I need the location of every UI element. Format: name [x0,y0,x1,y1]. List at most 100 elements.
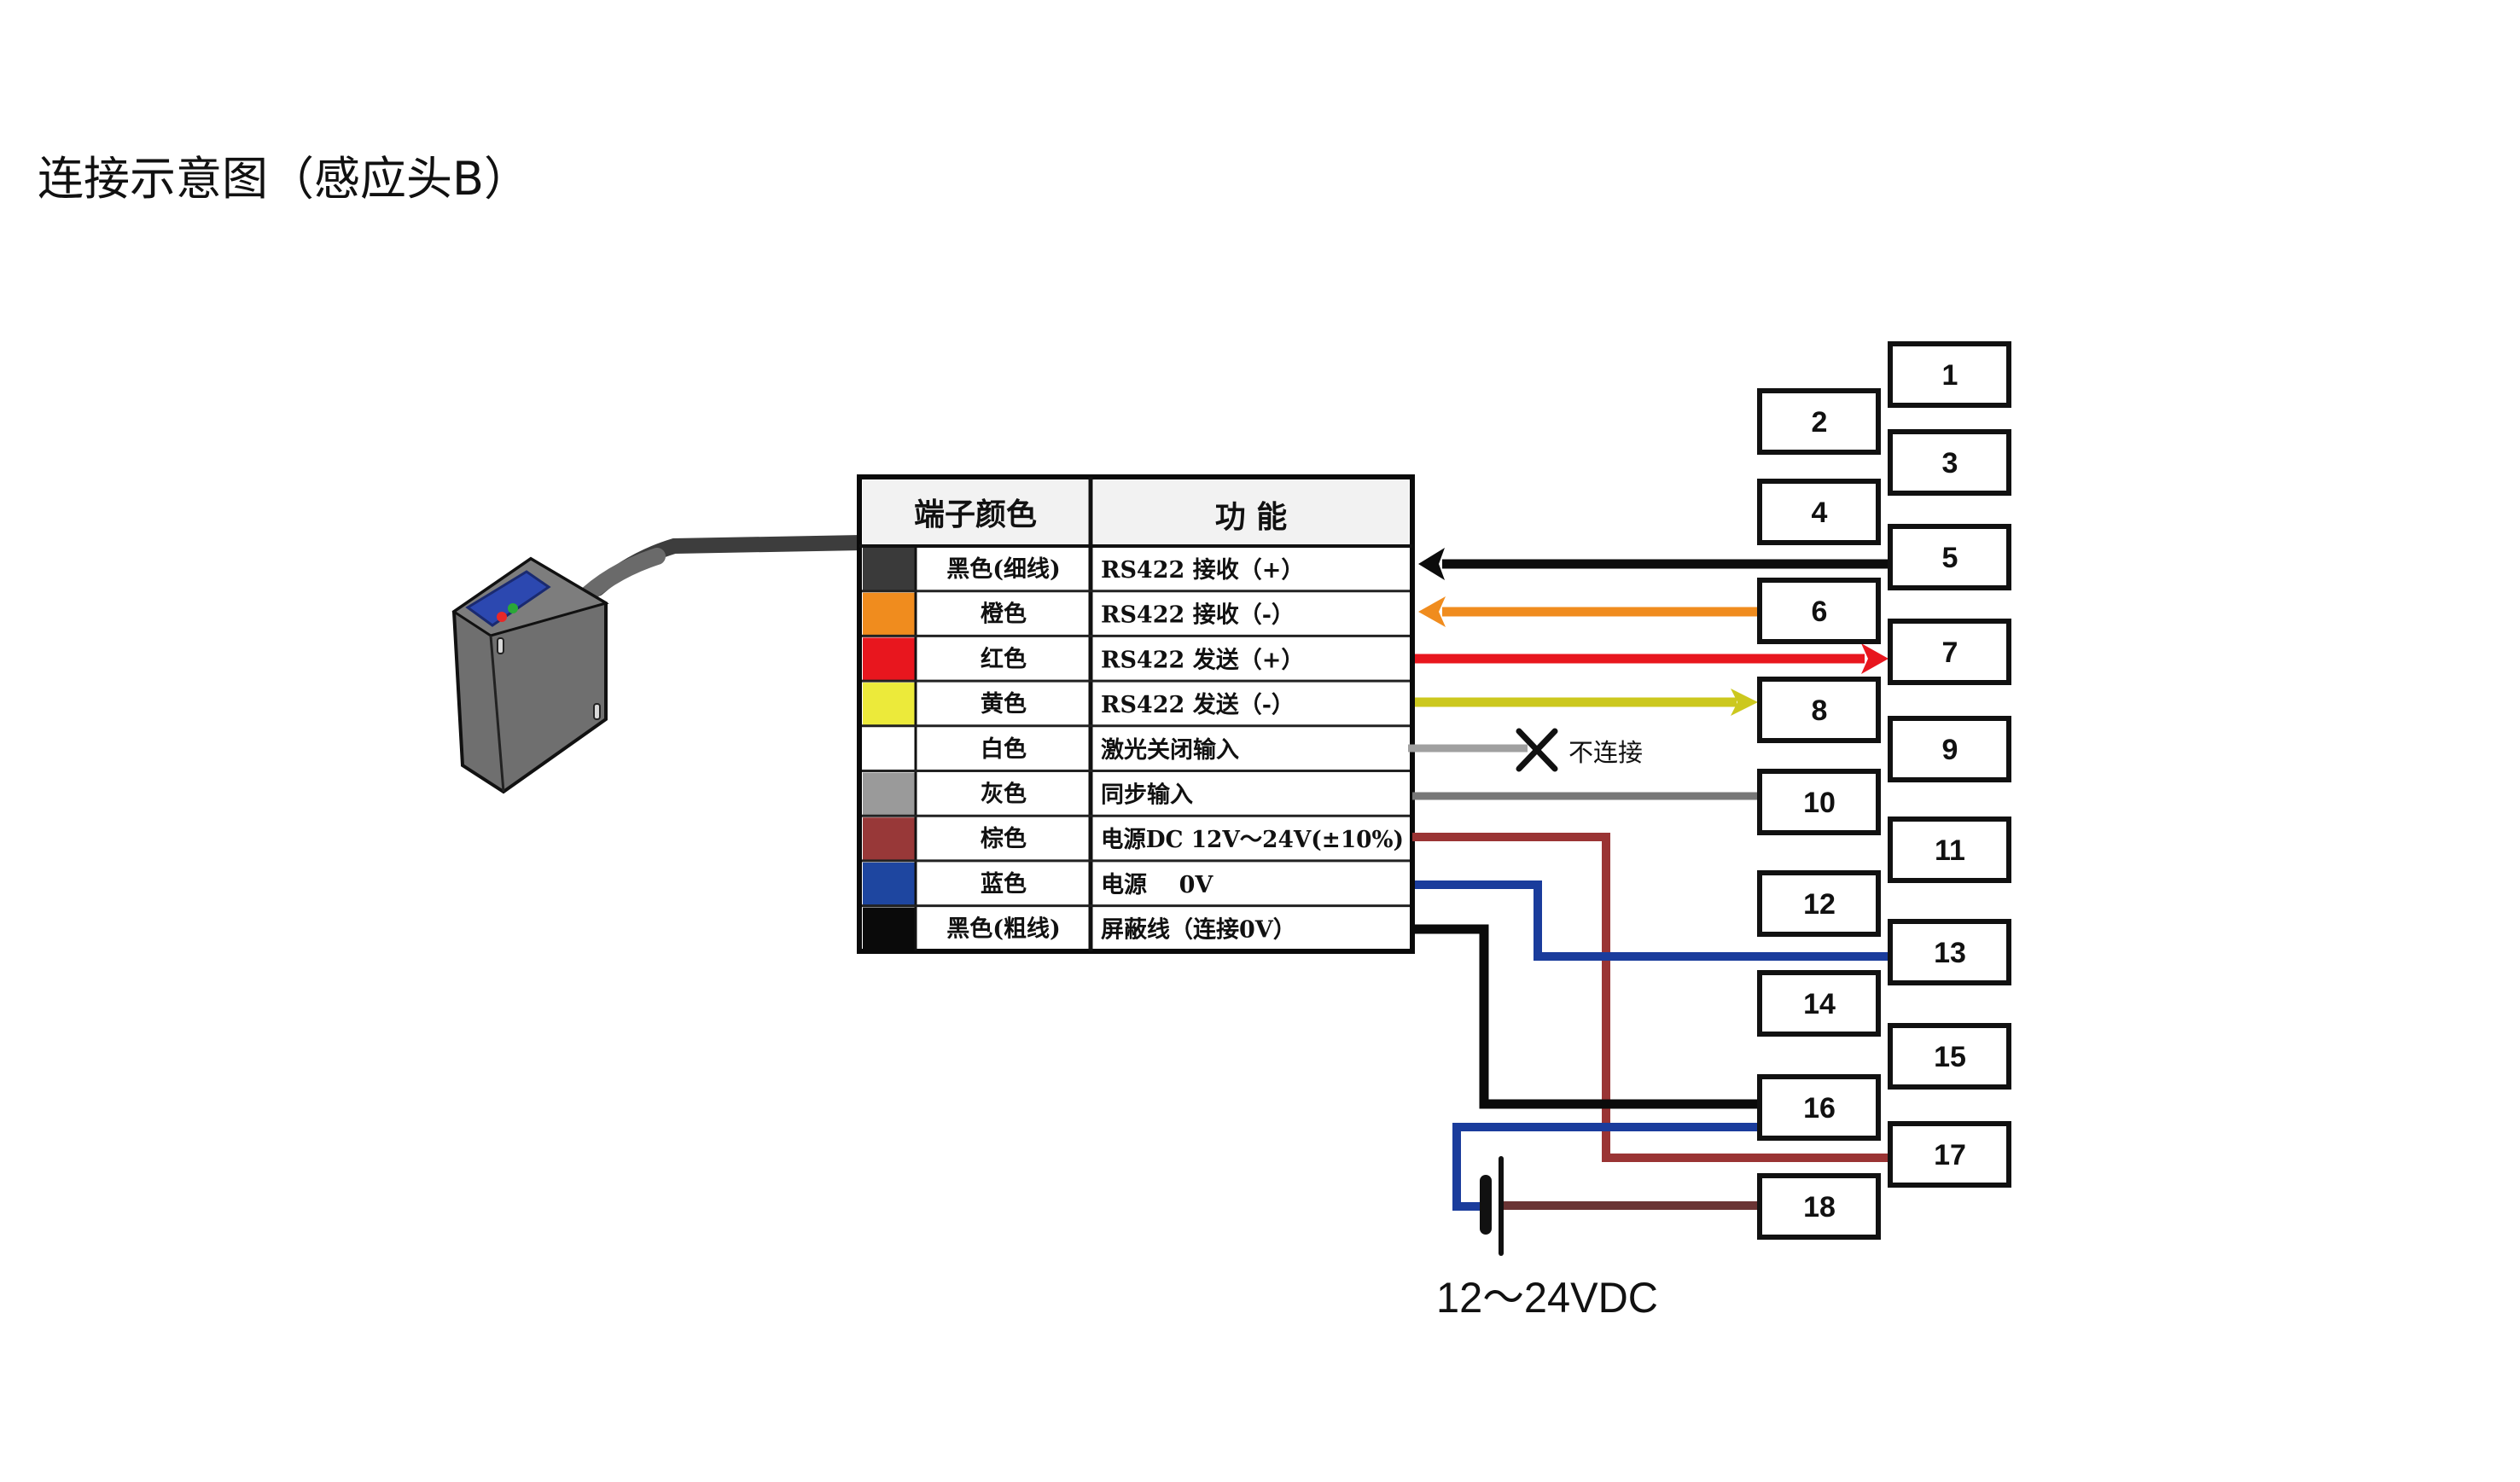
terminal-5: 5 [1888,524,2011,590]
terminal-14: 14 [1757,970,1881,1037]
table-row: 白色激光关闭输入 [862,724,1410,771]
wire-color-name: 红色 [981,645,1027,672]
color-swatch [863,548,916,591]
no-connect-mark: 不连接 [1516,728,1643,772]
terminal-16: 16 [1757,1074,1881,1141]
terminal-9: 9 [1888,716,2011,782]
wire-function: 电源DC 12V～24V(±10%) [1101,827,1404,853]
terminal-17: 17 [1888,1121,2011,1188]
arrow-left-icon [1418,596,1446,627]
wire-power-negative [1452,1123,1758,1211]
terminal-box [1888,1023,2011,1090]
wire-function: 激光关闭输入 [1101,736,1239,764]
diagram-title: 连接示意图（感应头B） [38,152,530,206]
table-row: 灰色 同步输入 [862,770,1410,817]
terminal-number: 5 [1942,542,1958,574]
terminal-box [1757,578,1881,644]
terminal-number: 4 [1812,497,1828,529]
terminal-box [1888,919,2011,985]
power-supply-label: 12～24VDC [1436,1274,1658,1322]
terminal-box [1757,479,1881,545]
wire-color-name: 蓝色 [981,870,1027,898]
terminal-number: 13 [1934,937,1966,969]
terminal-15: 15 [1888,1023,2011,1090]
table-header-cell-color [863,480,1088,545]
arrow-right-icon [1861,643,1889,674]
terminal-number: 17 [1934,1139,1966,1171]
terminal-number: 16 [1803,1092,1836,1125]
terminal-4: 4 [1757,479,1881,545]
terminal-box [1888,716,2011,782]
terminal-number: 8 [1812,695,1828,727]
table-row: 黑色(粗线) 屏蔽线（连接0V） [862,904,1410,951]
wire-color-name: 棕色 [981,825,1027,852]
terminal-number: 15 [1934,1041,1966,1073]
color-swatch [863,592,916,636]
wires [1408,548,1889,1211]
terminal-box [1888,429,2011,496]
terminal-box [1757,870,1881,937]
led-red-icon [497,612,507,622]
terminal-13: 13 [1888,919,2011,985]
terminal-number: 12 [1803,888,1836,921]
color-swatch [863,683,916,726]
arrow-right-icon [1731,689,1758,716]
sensor-window [465,570,551,627]
table-row: 棕色 电源DC 12V～24V(±10%) [862,814,1410,861]
arrow-left-icon [1418,548,1445,580]
led-green-icon [508,603,518,613]
table-row: 橙色 RS422 接收（-） [862,590,1410,636]
terminal-number: 6 [1812,596,1828,628]
color-swatch [863,907,916,951]
terminal-box [1888,1121,2011,1188]
table-header-color: 端子颜色 [914,497,1037,532]
wire-function: RS422 接收（-） [1101,602,1295,629]
wire-color-name: 橙色 [981,601,1027,628]
terminal-3: 3 [1888,429,2011,496]
terminal-number: 9 [1942,734,1958,766]
wire-table: 端子颜色 功 能 黑色(细线) RS422 接收（+） 橙色 RS422 接收（-） 红… [857,474,1415,954]
terminal-box [1888,341,2011,408]
terminal-box [1757,1074,1881,1141]
wire-color-name: 黑色(粗线) [946,915,1061,943]
terminal-number: 14 [1803,988,1836,1020]
table-row: 红色 RS422 发送（+） [862,634,1410,682]
terminal-12: 12 [1757,870,1881,937]
wire-brown [1412,833,1889,1162]
terminal-box [1757,388,1881,455]
wire-black-thick [1412,924,1758,1109]
color-swatch [863,817,916,861]
wire-blue [1415,880,1889,961]
wire-function: 同步输入 [1101,782,1193,809]
terminal-1: 1 [1888,341,2011,408]
terminal-8: 8 [1757,677,1881,743]
terminal-number: 1 [1942,359,1958,392]
color-swatch [863,772,916,817]
terminal-number: 10 [1803,787,1836,819]
color-swatch [863,862,916,906]
terminal-11: 11 [1888,817,2011,883]
terminal-box [1888,619,2011,685]
wire-function: 屏蔽线（连接0V） [1101,916,1296,944]
terminal-box [1888,817,2011,883]
terminal-number: 2 [1812,406,1828,439]
wire-function: RS422 接收（+） [1101,557,1304,584]
battery-icon: 12～24VDC [1436,1156,1658,1322]
wire-color-name: 黑色(细线) [946,555,1061,583]
terminal-box [1757,677,1881,743]
wire-color-name: 灰色 [981,781,1027,808]
terminal-7: 7 [1888,619,2011,685]
table-header-cell-function [1094,480,1409,545]
wire-function: RS422 发送（-） [1101,691,1295,718]
terminal-number: 3 [1942,447,1958,479]
terminal-box [1757,769,1881,835]
no-connect-label: 不连接 [1568,738,1643,767]
terminal-number: 11 [1935,834,1965,867]
table-header-function: 功 能 [1215,499,1288,535]
wire-function: 电源 0V [1101,872,1213,898]
table-row: 黑色(细线) RS422 接收（+） [863,546,1304,591]
wire-function: RS422 发送（+） [1101,646,1304,673]
